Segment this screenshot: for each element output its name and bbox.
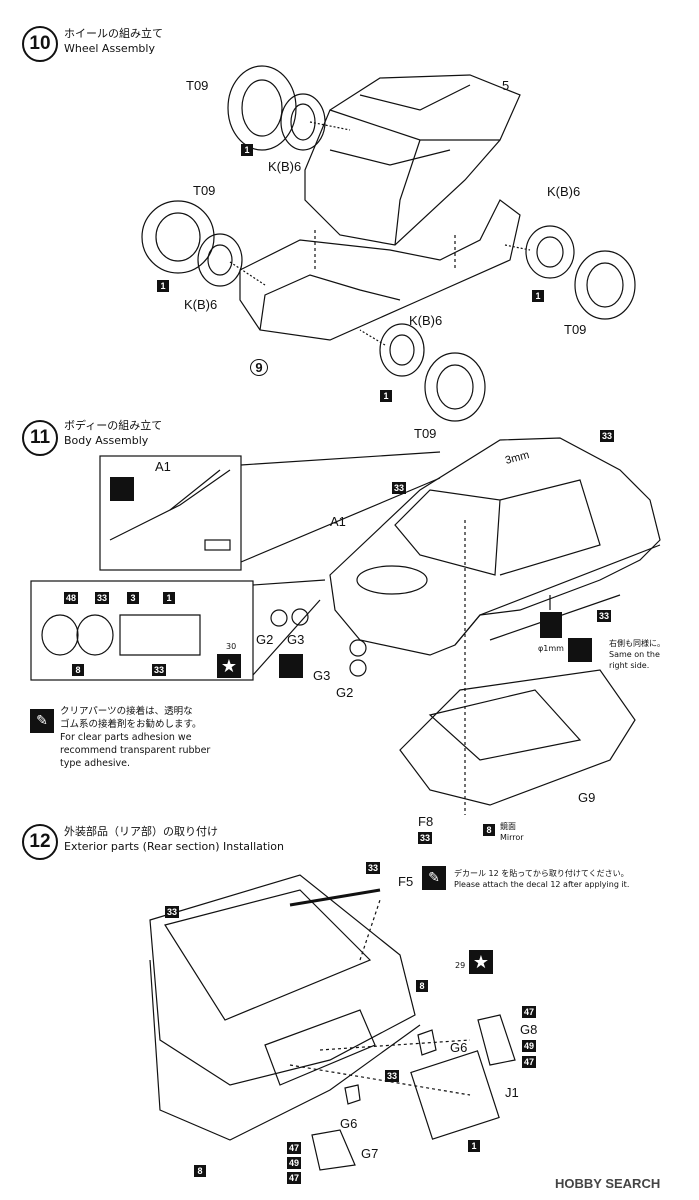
label-t09-a: T09 (186, 78, 209, 93)
glue-note-en3: type adhesive. (60, 758, 131, 769)
step-12-title-jp: 外装部品（リア部）の取り付け (64, 825, 218, 838)
inset-48: 48 (64, 592, 78, 604)
step-11-title: ボディーの組み立て Body Assembly (64, 418, 162, 448)
label-part-5: 5 (502, 78, 510, 93)
watermark: HOBBY SEARCH (555, 1176, 660, 1191)
inset-33b: 33 (152, 664, 166, 676)
label-29: 29 (455, 961, 466, 970)
mirror-en: Mirror (500, 833, 524, 842)
label-g2-b: G2 (336, 685, 354, 700)
glue-note-en2: recommend transparent rubber (60, 745, 211, 756)
glue-tube-icon: ✎ (30, 709, 54, 733)
watermark-text: HOBBY SEARCH (555, 1176, 661, 1191)
box-12-47b: 47 (522, 1056, 536, 1068)
glue-note-jp2: ゴム系の接着剤をお勧めします。 (60, 719, 202, 730)
label-g7: G7 (361, 1146, 379, 1161)
same-side-en1: Same on the (609, 650, 660, 659)
mirror-note: 鏡面 Mirror (500, 821, 524, 843)
label-g3-a: G3 (287, 632, 305, 647)
glue-stripes-icon-3 (279, 654, 303, 678)
same-side-note: 右側も同様に。 Same on the right side. (609, 638, 665, 671)
step-11-title-en: Body Assembly (64, 434, 149, 447)
decal-note: デカール 12 を貼ってから取り付けてください。 Please attach t… (454, 868, 629, 890)
inset-30: 30 (226, 642, 237, 651)
glue-stripes-icon-2 (568, 638, 592, 662)
drill-icon (540, 612, 562, 638)
label-f5: F5 (398, 874, 414, 889)
step-10-title-en: Wheel Assembly (64, 42, 155, 55)
label-1mm: φ1mm (538, 644, 564, 653)
label-j1: J1 (505, 1085, 519, 1100)
label-g6-a: G6 (450, 1040, 468, 1055)
step-11-number: 11 (22, 420, 58, 456)
star-icon: ★ (217, 654, 241, 678)
label-kb6-a: K(B)6 (268, 159, 302, 174)
box-33-roof: 33 (392, 482, 406, 494)
box-12-47a: 47 (522, 1006, 536, 1018)
box-12-33a: 33 (366, 862, 380, 874)
step-12-number-text: 12 (29, 831, 51, 852)
box-12-33b: 33 (165, 906, 179, 918)
box-12-47d: 47 (287, 1172, 301, 1184)
box-12-1: 1 (468, 1140, 480, 1152)
box-12-47c: 47 (287, 1142, 301, 1154)
label-a1-main: A1 (330, 514, 346, 529)
label-g8: G8 (520, 1022, 538, 1037)
mirror-jp: 鏡面 (500, 822, 516, 831)
star-icon-2: ★ (469, 950, 493, 974)
step-10-number-text: 10 (29, 33, 51, 54)
same-side-jp: 右側も同様に。 (609, 639, 665, 648)
box-33-side: 33 (597, 610, 611, 622)
inset-33a: 33 (95, 592, 109, 604)
step-12-title: 外装部品（リア部）の取り付け Exterior parts (Rear sect… (64, 824, 284, 854)
glue-note-en1: For clear parts adhesion we (60, 732, 192, 743)
label-t09-b: T09 (193, 183, 216, 198)
step-10-number: 10 (22, 26, 58, 62)
label-kb6-c: K(B)6 (184, 297, 218, 312)
label-g3-b: G3 (313, 668, 331, 683)
box-12-49a: 49 (522, 1040, 536, 1052)
label-f8: F8 (418, 814, 434, 829)
box-1-b: 1 (157, 280, 169, 292)
label-g9: G9 (578, 790, 596, 805)
step-11-title-jp: ボディーの組み立て (64, 419, 163, 432)
label-a1-inset: A1 (155, 459, 171, 474)
inset-1: 1 (163, 592, 175, 604)
label-part-9: 9 (250, 359, 268, 376)
same-side-en2: right side. (609, 661, 650, 670)
inset-8: 8 (72, 664, 84, 676)
box-f8-33: 33 (418, 832, 432, 844)
glue-note: クリアパーツの接着は、透明な ゴム系の接着剤をお勧めします。 For clear… (60, 705, 210, 770)
step-10-title-jp: ホイールの組み立て (64, 27, 163, 40)
label-t09-d: T09 (414, 426, 437, 441)
label-kb6-d: K(B)6 (409, 313, 443, 328)
box-12-8b: 8 (194, 1165, 206, 1177)
label-t09-c: T09 (564, 322, 587, 337)
step-11-number-text: 11 (29, 427, 51, 448)
glue-tube-icon-2: ✎ (422, 866, 446, 890)
label-g2-a: G2 (256, 632, 274, 647)
inset-3: 3 (127, 592, 139, 604)
box-12-33c: 33 (385, 1070, 399, 1082)
label-kb6-b: K(B)6 (547, 184, 581, 199)
glue-note-jp1: クリアパーツの接着は、透明な (60, 706, 193, 717)
decal-note-en: Please attach the decal 12 after applyin… (454, 880, 630, 889)
step-12-title-en: Exterior parts (Rear section) Installati… (64, 840, 284, 853)
step-12-number: 12 (22, 824, 58, 860)
step-10-title: ホイールの組み立て Wheel Assembly (64, 26, 163, 56)
label-g6-b: G6 (340, 1116, 358, 1131)
glue-stripes-icon (110, 477, 134, 501)
decal-note-jp: デカール 12 を貼ってから取り付けてください。 (454, 869, 629, 878)
box-12-49b: 49 (287, 1157, 301, 1169)
box-1-c: 1 (532, 290, 544, 302)
box-12-8a: 8 (416, 980, 428, 992)
box-33-top: 33 (600, 430, 614, 442)
box-1-d: 1 (380, 390, 392, 402)
box-f8-8: 8 (483, 824, 495, 836)
box-1-a: 1 (241, 144, 253, 156)
